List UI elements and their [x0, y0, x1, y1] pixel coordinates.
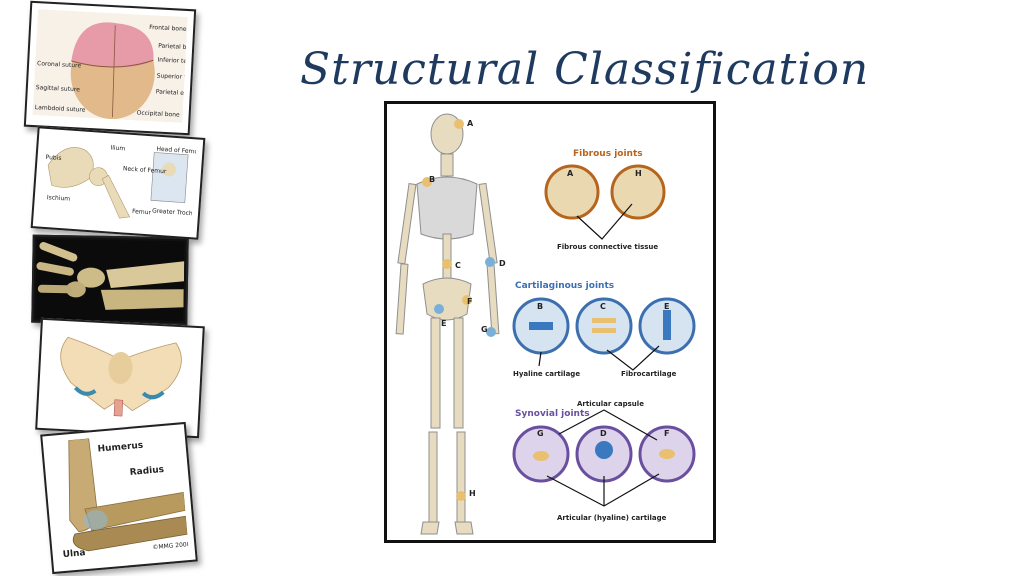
synovial-circles: G D F: [512, 409, 696, 507]
skeleton-letter-f: F: [467, 297, 472, 306]
skeleton-letter-b: B: [429, 175, 435, 184]
wrist-bones-image: [35, 238, 185, 322]
poster-figure: A B C D E F G H Fibrous joints A H Fibro…: [395, 113, 696, 535]
skeleton-letter-g: G: [481, 325, 488, 334]
slide-title: Structural Classification: [300, 44, 870, 95]
fibrous-circle-a: A: [567, 169, 574, 178]
synovial-circle-d: D: [600, 429, 607, 438]
skeleton-figure: [395, 113, 500, 535]
synovial-circle-g: G: [537, 429, 544, 438]
hyaline-cartilage-label: Hyaline cartilage: [513, 370, 580, 378]
skeleton-letter-a: A: [467, 119, 474, 128]
skeleton-letter-c: C: [455, 261, 461, 270]
wrist-bones-thumbnail: [31, 234, 189, 326]
articular-hyaline-cartilage-label: Articular (hyaline) cartilage: [557, 514, 667, 522]
skull-label-parietal: Parietal bone: [158, 42, 188, 51]
hip-label-pubis: Pubis: [45, 154, 61, 162]
cartilaginous-circle-e: E: [664, 302, 669, 311]
elbow-label-ulna: Ulna: [62, 548, 86, 560]
cartilaginous-joints-heading: Cartilaginous joints: [515, 281, 614, 291]
fibrous-circles: A H: [544, 164, 666, 240]
cartilaginous-circle-b: B: [537, 302, 543, 311]
fibrous-connective-tissue-label: Fibrous connective tissue: [557, 243, 658, 251]
elbow-joint-image: Humerus Radius Ulna ©MMG 2000: [48, 430, 189, 562]
fibrous-circle-h: H: [635, 169, 642, 178]
fibrous-joints-heading: Fibrous joints: [573, 149, 643, 159]
elbow-label-radius: Radius: [129, 465, 164, 478]
hip-label-greater-trochanter: Greater Trochanter: [152, 207, 197, 218]
elbow-label-humerus: Humerus: [97, 441, 143, 455]
skeleton-letter-d: D: [499, 259, 506, 268]
hip-joint-image: Ilium Pubis Head of Femur Neck of Femur …: [39, 134, 197, 228]
hip-label-femur: Femur: [132, 208, 152, 216]
pelvis-thumbnail: [35, 317, 205, 439]
hip-joint-thumbnail: Ilium Pubis Head of Femur Neck of Femur …: [30, 126, 206, 240]
skull-sutures-thumbnail: Frontal bone Parietal bone Inferior temp…: [23, 0, 197, 136]
synovial-circle-f: F: [664, 429, 669, 438]
skull-label-coronal: Coronal suture: [37, 60, 82, 69]
hip-label-ischium: Ischium: [47, 194, 71, 203]
elbow-credit: ©MMG 2000: [152, 541, 189, 551]
hip-label-ilium: Ilium: [110, 144, 125, 152]
fibrocartilage-label: Fibrocartilage: [621, 370, 677, 378]
elbow-joint-thumbnail: Humerus Radius Ulna ©MMG 2000: [40, 421, 198, 575]
hip-label-neck-femur: Neck of Femur: [123, 165, 167, 175]
synovial-joints-heading: Synovial joints: [515, 409, 590, 419]
skull-sutures-image: Frontal bone Parietal bone Inferior temp…: [32, 9, 188, 123]
skull-label-lambdoid: Lambdoid suture: [35, 104, 86, 114]
articular-capsule-label: Articular capsule: [577, 400, 644, 408]
skull-label-sagittal: Sagittal suture: [36, 84, 81, 93]
hip-label-head-femur: Head of Femur: [156, 146, 197, 156]
cartilaginous-circle-c: C: [600, 302, 606, 311]
cartilaginous-circles: B C E: [512, 297, 696, 371]
skull-label-superior-temporal: Superior temporal line: [156, 72, 187, 83]
joint-classification-poster: A B C D E F G H Fibrous joints A H Fibro…: [384, 101, 716, 543]
skull-label-parietal-eminence: Parietal eminence: [156, 88, 188, 98]
skull-label-frontal: Frontal bone: [149, 24, 187, 33]
skeleton-joint-highlights: [422, 119, 496, 501]
skeleton-letter-e: E: [441, 319, 446, 328]
pelvis-image: [43, 326, 197, 426]
skeleton-letter-h: H: [469, 489, 476, 498]
skull-label-inferior-temporal: Inferior temporal line: [157, 56, 187, 66]
skull-label-occipital: Occipital bone: [137, 109, 181, 118]
